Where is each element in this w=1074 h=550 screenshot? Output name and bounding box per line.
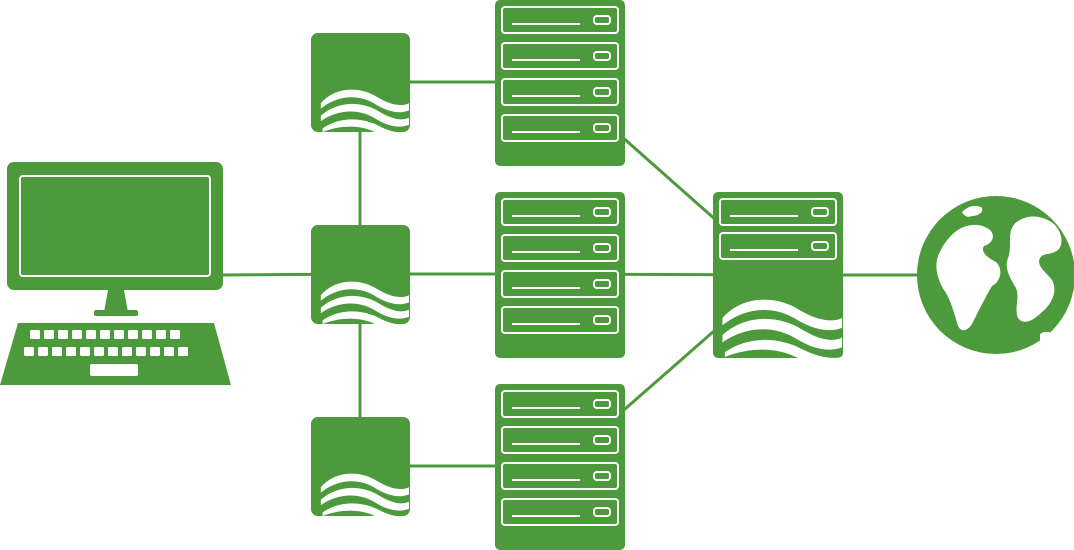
- drive-slot-icon: [811, 207, 829, 217]
- key: [178, 347, 188, 356]
- key: [142, 330, 152, 339]
- key: [52, 347, 62, 356]
- rack-unit: [501, 6, 619, 34]
- rack-unit: [501, 498, 619, 526]
- key: [122, 347, 132, 356]
- key: [72, 330, 82, 339]
- drive-slot-icon: [593, 243, 611, 253]
- key: [128, 330, 138, 339]
- switch-middle: [311, 225, 410, 331]
- rack-body: [495, 384, 625, 550]
- drive-slot-icon: [593, 123, 611, 133]
- key: [58, 330, 68, 339]
- rack-unit: [501, 390, 619, 418]
- workstation: [0, 162, 231, 385]
- drive-slot-icon: [593, 315, 611, 325]
- rack-unit: [501, 270, 619, 298]
- drive-slot-icon: [593, 399, 611, 409]
- key: [80, 347, 90, 356]
- globe-icon: [917, 196, 1074, 354]
- key: [136, 347, 146, 356]
- monitor-icon: [7, 162, 223, 316]
- drive-slot-icon: [811, 241, 829, 251]
- rack-unit: [501, 306, 619, 334]
- key: [66, 347, 76, 356]
- drive-slot-icon: [593, 279, 611, 289]
- key: [30, 330, 40, 339]
- rack-unit: [501, 198, 619, 226]
- rack-body: [495, 192, 625, 358]
- server-rack-bottom: [495, 384, 625, 550]
- drive-slot-icon: [593, 207, 611, 217]
- key: [108, 347, 118, 356]
- key: [94, 347, 104, 356]
- key: [114, 330, 124, 339]
- drive-slot-icon: [593, 471, 611, 481]
- key: [100, 330, 110, 339]
- rack-unit: [501, 114, 619, 142]
- rack-unit: [719, 198, 837, 226]
- rack-unit: [501, 426, 619, 454]
- rack-unit: [501, 462, 619, 490]
- wave-logo-icon: [722, 299, 842, 366]
- switch-bottom: [311, 417, 410, 523]
- wave-logo-icon: [320, 89, 409, 139]
- gateway-server: [713, 192, 843, 366]
- drive-slot-icon: [593, 87, 611, 97]
- key: [150, 347, 160, 356]
- keyboard-icon: [0, 323, 231, 385]
- rack-unit: [719, 232, 837, 260]
- rack-unit: [501, 234, 619, 262]
- wave-logo-icon: [320, 281, 409, 331]
- key: [156, 330, 166, 339]
- key: [170, 330, 180, 339]
- key: [164, 347, 174, 356]
- server-rack-top: [495, 0, 625, 166]
- drive-slot-icon: [593, 51, 611, 61]
- switch-top: [311, 33, 410, 139]
- drive-slot-icon: [593, 15, 611, 25]
- key: [86, 330, 96, 339]
- server-rack-middle: [495, 192, 625, 358]
- rack-body: [495, 0, 625, 166]
- rack-unit: [501, 78, 619, 106]
- key: [44, 330, 54, 339]
- drive-slot-icon: [593, 507, 611, 517]
- drive-slot-icon: [593, 435, 611, 445]
- key: [24, 347, 34, 356]
- rack-unit: [501, 42, 619, 70]
- key: [38, 347, 48, 356]
- wave-logo-icon: [320, 473, 409, 523]
- spacebar-key: [90, 364, 138, 376]
